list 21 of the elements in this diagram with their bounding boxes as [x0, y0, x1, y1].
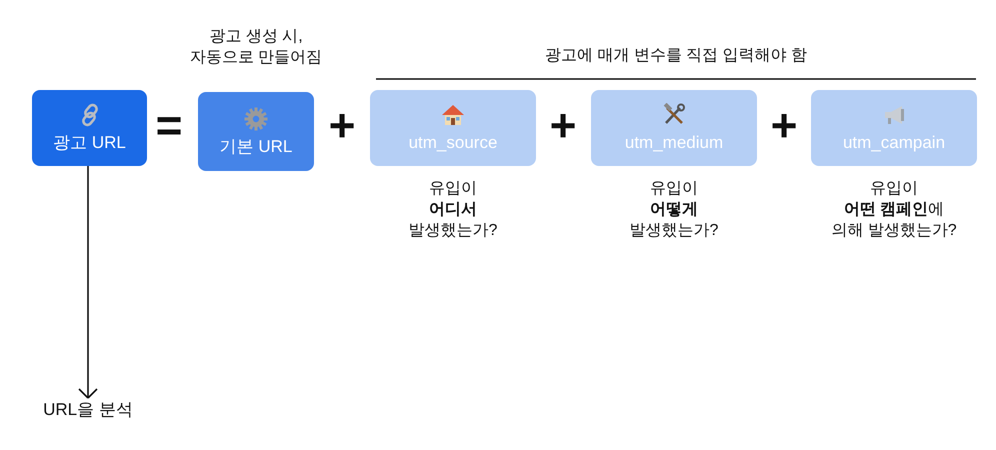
- box-label: utm_medium: [624, 133, 724, 153]
- process-box: [370, 90, 536, 166]
- note-text: 유입이 어떤 캠페인에 의해 발생했는가?: [830, 179, 958, 241]
- note-text: 광고 생성 시, 자동으로 만들어짐: [188, 27, 324, 68]
- equals-sign: =: [154, 102, 184, 148]
- box-label: 광고 URL: [53, 133, 126, 153]
- arrow: [78, 166, 98, 399]
- plus-sign: +: [328, 102, 356, 148]
- box-label: 기본 URL: [220, 136, 292, 156]
- note-text: 유입이 어디서 발생했는가?: [408, 179, 498, 241]
- plus-sign: +: [770, 102, 798, 148]
- process-box: [591, 90, 757, 166]
- heading-text: 광고에 매개 변수를 직접 입력해야 함: [544, 46, 808, 66]
- caption-text: URL을 분석: [43, 400, 133, 420]
- process-box: [198, 92, 314, 171]
- box-label: utm_campain: [842, 133, 946, 153]
- process-box: [32, 90, 147, 166]
- note-text: 유입이 어떻게 발생했는가?: [628, 179, 720, 241]
- plus-sign: +: [548, 102, 578, 148]
- process-box: [811, 90, 977, 166]
- box-label: utm_source: [408, 133, 498, 153]
